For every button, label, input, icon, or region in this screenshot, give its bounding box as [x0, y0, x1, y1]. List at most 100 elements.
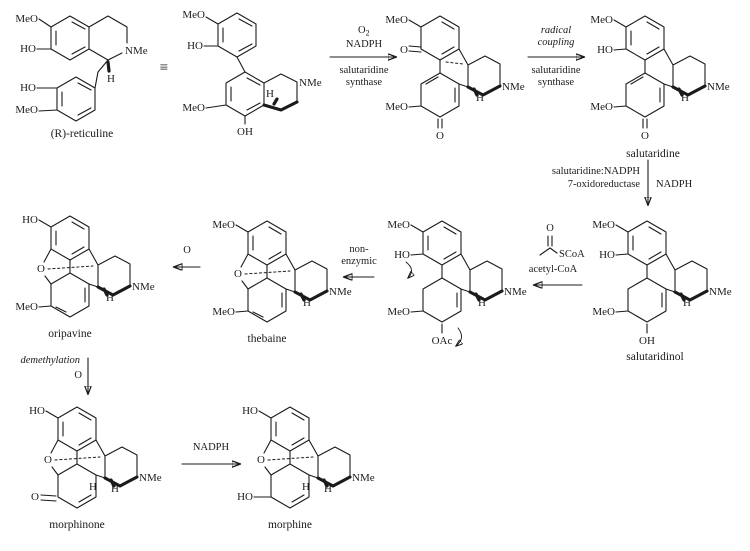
- step-nonenzymic: non- enzymic: [341, 244, 377, 277]
- enzyme-line1: salutaridine: [340, 65, 389, 76]
- skeleton-bonds: [253, 406, 352, 509]
- step-acetylation: O SCoA acetyl-CoA: [529, 223, 585, 285]
- label-o-bridge: O: [44, 454, 52, 466]
- skeleton-bonds: [408, 15, 502, 129]
- label-ho-low: HO: [237, 491, 253, 503]
- label-h2: H: [111, 483, 119, 495]
- compound-caption: salutaridine: [626, 148, 680, 160]
- label-h: H: [683, 297, 691, 309]
- label-meo-low: MeO: [387, 306, 410, 318]
- skeleton-bonds: [38, 215, 132, 318]
- label-meo-top: MeO: [590, 14, 613, 26]
- label-nme: NMe: [502, 81, 525, 93]
- compound-caption: (R)-reticuline: [51, 128, 114, 140]
- structure-morphinone: HO O O NMe H H morphinone: [29, 405, 162, 531]
- label-meo-low: MeO: [182, 102, 205, 114]
- label-meo-top: MeO: [387, 219, 410, 231]
- label-nme: NMe: [352, 472, 375, 484]
- skeleton-bonds: [405, 220, 504, 346]
- label-meo-top: MeO: [212, 219, 235, 231]
- reagent-nadph: NADPH: [656, 179, 693, 190]
- label-h: H: [478, 297, 486, 309]
- structure-acetate-intermediate: MeO HO MeO OAc NMe H: [387, 219, 526, 347]
- reagent-label: acetyl-CoA: [529, 264, 578, 275]
- label-oac: OAc: [432, 335, 453, 347]
- skeleton-bonds: [36, 15, 128, 122]
- label-o-ketone: O: [31, 491, 39, 503]
- label-o-bridge: O: [257, 454, 265, 466]
- label-meo-low: MeO: [592, 306, 615, 318]
- skeleton-bonds: [613, 15, 707, 129]
- label-meo-top: MeO: [385, 14, 408, 26]
- label-nme: NMe: [329, 286, 352, 298]
- enzyme-line2: synthase: [538, 77, 575, 88]
- label-h: H: [476, 92, 484, 104]
- label-nme: NMe: [504, 286, 527, 298]
- label-meo-low: MeO: [212, 306, 235, 318]
- equivalence-symbol: ≡: [160, 60, 168, 76]
- skeleton-bonds: [40, 406, 139, 509]
- enzyme-line1: salutaridine: [532, 65, 581, 76]
- step-label-line2: enzymic: [341, 256, 377, 267]
- label-h2: H: [324, 483, 332, 495]
- label-meo-top: MeO: [182, 9, 205, 21]
- label-h: H: [107, 73, 115, 85]
- label-o-bridge: O: [37, 263, 45, 275]
- label-o-top: O: [400, 44, 408, 56]
- label-scoa: SCoA: [559, 249, 585, 260]
- structure-reticuline-2: MeO HO MeO OH NMe H: [182, 9, 321, 138]
- label-ho-top: HO: [187, 40, 203, 52]
- reagent-o2: O2: [358, 25, 370, 38]
- enzyme-line1: salutaridine:NADPH: [552, 166, 640, 177]
- label-meo-low: MeO: [15, 104, 38, 116]
- label-ho-low: HO: [20, 82, 36, 94]
- step-oxidoreductase: salutaridine:NADPH 7-oxidoreductase NADP…: [552, 159, 693, 205]
- skeleton-bonds: [203, 12, 299, 125]
- label-h: H: [266, 88, 274, 100]
- step-label-line1: non-: [349, 244, 369, 255]
- label-nme: NMe: [132, 281, 155, 293]
- label-ho: HO: [394, 249, 410, 261]
- skeleton-bonds: [235, 220, 329, 323]
- label-nme: NMe: [709, 286, 732, 298]
- label-meo-top: MeO: [15, 13, 38, 25]
- step-label-line2: coupling: [538, 37, 575, 48]
- structure-morphine: HO O HO NMe H H morphine: [237, 405, 375, 531]
- label-meo-low: MeO: [590, 101, 613, 113]
- label-h: H: [303, 297, 311, 309]
- label-ho-top: HO: [22, 214, 38, 226]
- label-nme: NMe: [125, 45, 148, 57]
- step-label-o: O: [74, 370, 82, 381]
- compound-caption: morphinone: [49, 519, 105, 531]
- label-h1: H: [302, 481, 310, 493]
- step-label: demethylation: [21, 355, 80, 366]
- label-oh: OH: [237, 126, 253, 138]
- compound-caption: salutaridinol: [626, 351, 684, 363]
- label-meo-low: MeO: [15, 301, 38, 313]
- structure-thebaine: MeO O MeO NMe H thebaine: [212, 219, 351, 345]
- label-o-bottom: O: [436, 130, 444, 142]
- compound-caption: morphine: [268, 519, 312, 531]
- reagent-nadph: NADPH: [193, 442, 230, 453]
- label-h: H: [106, 292, 114, 304]
- step-demethylation-2: demethylation O: [21, 355, 88, 394]
- label-h1: H: [89, 481, 97, 493]
- label-ho-top: HO: [29, 405, 45, 417]
- label-oh: OH: [639, 335, 655, 347]
- structure-oripavine: HO O MeO NMe H oripavine: [15, 214, 154, 340]
- label-meo-top: MeO: [592, 219, 615, 231]
- step-label: O: [183, 245, 191, 256]
- curved-arrow-oac: [456, 327, 462, 346]
- label-ho-top: HO: [20, 43, 36, 55]
- structure-salutaridine: MeO HO MeO O NMe H salutaridine: [590, 14, 729, 160]
- label-meo-low: MeO: [385, 101, 408, 113]
- label-nme: NMe: [299, 77, 322, 89]
- curved-arrow-ho: [405, 261, 412, 278]
- structure-reticuline-1: MeO HO HO MeO NMe H (R)-reticuline: [15, 13, 147, 140]
- label-ho: HO: [599, 249, 615, 261]
- structure-salutaridinol: MeO HO MeO OH NMe H salutaridinol: [592, 219, 731, 363]
- acetyl-coa-structure: O SCoA: [539, 223, 585, 260]
- label-h: H: [681, 92, 689, 104]
